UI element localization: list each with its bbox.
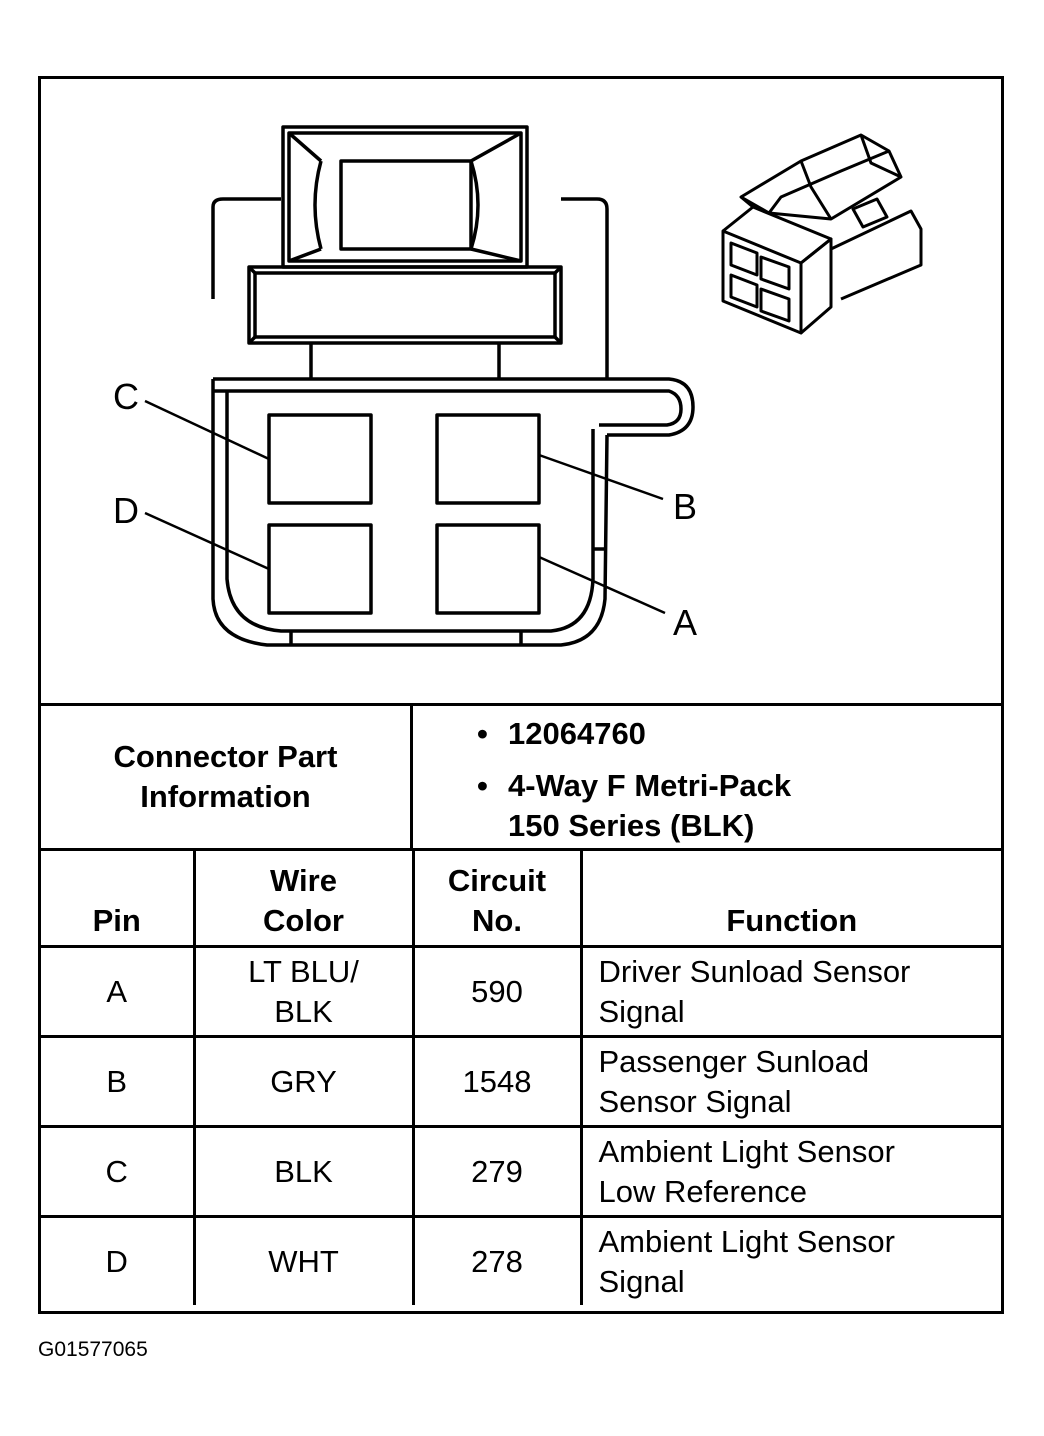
connector-isometric-icon [721, 133, 923, 335]
connector-part-info: Connector Part Information • 12064760 • … [41, 703, 1001, 851]
connector-part-info-label: Connector Part Information [41, 706, 413, 848]
circuit-cell: 1548 [411, 1035, 583, 1128]
pin-cell: D [41, 1215, 196, 1305]
wire-color-cell: GRY [192, 1035, 415, 1128]
part-number: 12064760 [508, 716, 646, 751]
header-wire-color: Wire Color [192, 851, 415, 948]
wire-color-cell: WHT [192, 1215, 415, 1305]
circuit-cell: 279 [411, 1125, 583, 1218]
connector-part-info-values: • 12064760 • 4-Way F Metri-Pack 150 Seri… [413, 706, 1001, 848]
header-pin: Pin [41, 851, 196, 948]
pin-cell: C [41, 1125, 196, 1218]
pin-label-a: A [673, 602, 697, 643]
pin-table-header: Pin Wire Color Circuit No. Function [41, 851, 1001, 948]
connector-face-drawing [211, 125, 695, 647]
pin-cell: B [41, 1035, 196, 1128]
info-label-line1: Connector Part [113, 739, 338, 774]
figure-id: G01577065 [38, 1338, 148, 1361]
pin-leader-lines [144, 399, 666, 615]
wire-color-cell: LT BLU/BLK [192, 945, 415, 1038]
pin-table: Pin Wire Color Circuit No. Function A LT… [41, 851, 1001, 1305]
connector-description-item: • 4-Way F Metri-Pack 150 Series (BLK) [413, 766, 1001, 846]
pin-cell: A [41, 945, 196, 1038]
circuit-cell: 278 [411, 1215, 583, 1305]
circuit-cell: 590 [411, 945, 583, 1038]
header-function: Function [579, 851, 1001, 948]
pin-label-c: C [113, 376, 139, 417]
connector-diagram: C D B A [41, 79, 1001, 703]
bullet-icon: • [477, 768, 488, 803]
pin-label-b: B [673, 486, 697, 527]
connector-frame: C D B A [38, 76, 1004, 1314]
pin-label-d: D [113, 490, 139, 531]
info-label-line2: Information [140, 779, 311, 814]
part-number-item: • 12064760 [413, 714, 1001, 754]
header-circuit-no: Circuit No. [411, 851, 583, 948]
description-line2: 150 Series (BLK) [508, 808, 755, 843]
wire-color-cell: BLK [192, 1125, 415, 1218]
description-line1: 4-Way F Metri-Pack [508, 768, 792, 803]
bullet-icon: • [477, 716, 488, 751]
